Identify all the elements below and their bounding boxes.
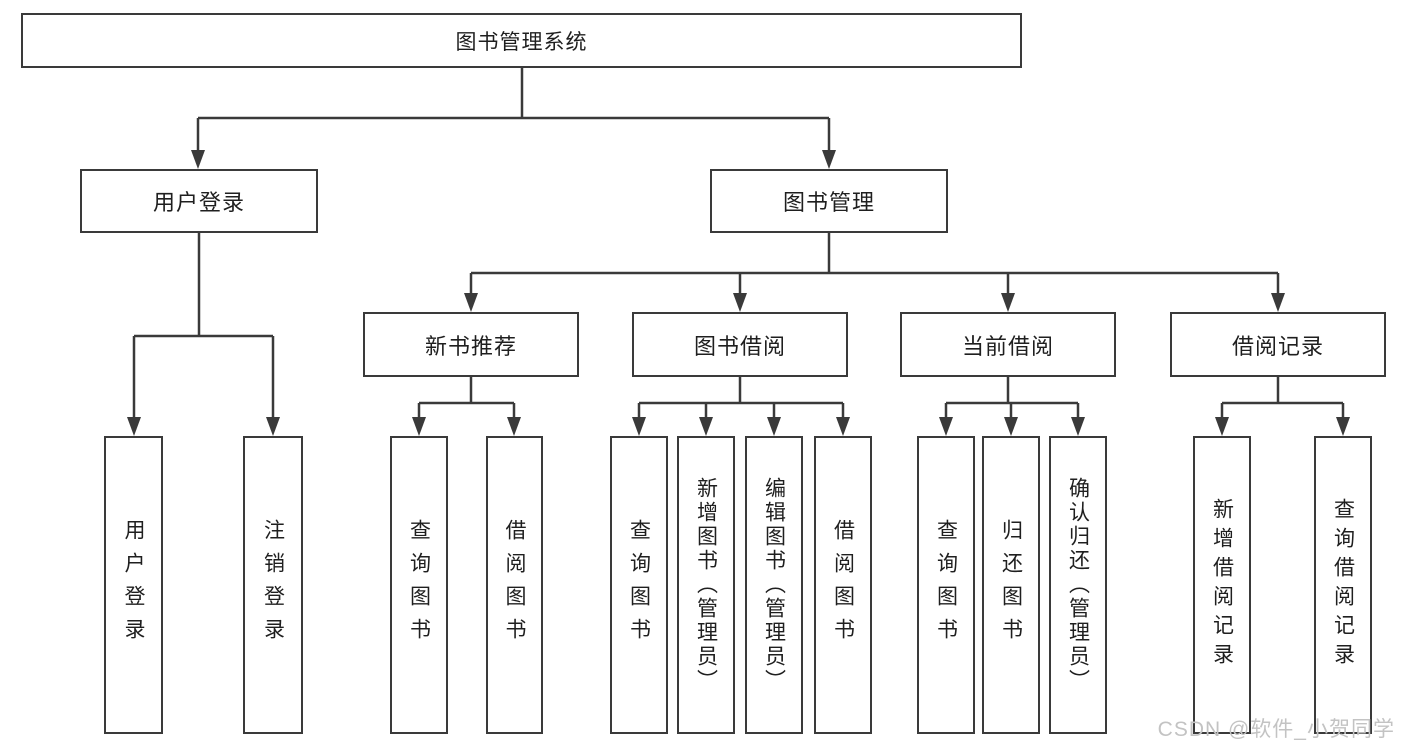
leaf-edit-books-admin: 编辑图书（管理员） [745, 436, 803, 734]
node-label: 新增图书（管理员） [694, 477, 718, 693]
node-label: 图书管理系统 [455, 30, 588, 54]
node-current-borrowing: 当前借阅 [900, 312, 1116, 377]
node-label: 图书借阅 [693, 333, 786, 359]
node-label: 新书推荐 [424, 333, 517, 359]
leaf-query-books-current: 查询图书 [917, 436, 975, 734]
node-label: 编辑图书（管理员） [762, 477, 786, 693]
node-label: 图书管理 [782, 190, 875, 215]
node-borrowing-records: 借阅记录 [1170, 312, 1386, 377]
leaf-query-books-borrow: 查询图书 [610, 436, 668, 734]
node-label: 确认归还（管理员） [1066, 477, 1090, 693]
node-book-management: 图书管理 [710, 169, 948, 233]
node-label: 归还图书 [999, 519, 1023, 651]
leaf-return-books: 归还图书 [982, 436, 1040, 734]
node-label: 用户登录 [152, 190, 245, 215]
leaf-query-books-recommend: 查询图书 [390, 436, 448, 734]
leaf-borrow-books: 借阅图书 [814, 436, 872, 734]
node-label: 借阅记录 [1231, 333, 1324, 359]
node-label: 查询借阅记录 [1331, 498, 1355, 672]
node-label: 借阅图书 [831, 519, 855, 651]
node-library-management-system: 图书管理系统 [21, 13, 1022, 68]
leaf-borrow-books-recommend: 借阅图书 [486, 436, 543, 734]
node-label: 借阅图书 [503, 519, 526, 651]
node-label: 查询图书 [627, 519, 651, 651]
node-book-borrowing: 图书借阅 [632, 312, 848, 377]
leaf-user-login: 用户登录 [104, 436, 163, 734]
node-label: 注销登录 [261, 519, 285, 651]
node-label: 查询图书 [407, 519, 431, 651]
node-label: 查询图书 [934, 519, 958, 651]
leaf-add-borrow-record: 新增借阅记录 [1193, 436, 1251, 734]
node-new-book-recommendation: 新书推荐 [363, 312, 579, 377]
leaf-confirm-return-admin: 确认归还（管理员） [1049, 436, 1107, 734]
node-label: 当前借阅 [961, 333, 1054, 359]
leaf-query-borrow-record: 查询借阅记录 [1314, 436, 1372, 734]
leaf-logout: 注销登录 [243, 436, 303, 734]
leaf-add-books-admin: 新增图书（管理员） [677, 436, 735, 734]
node-label: 用户登录 [122, 519, 145, 651]
node-label: 新增借阅记录 [1210, 498, 1234, 672]
node-user-login-branch: 用户登录 [80, 169, 318, 233]
